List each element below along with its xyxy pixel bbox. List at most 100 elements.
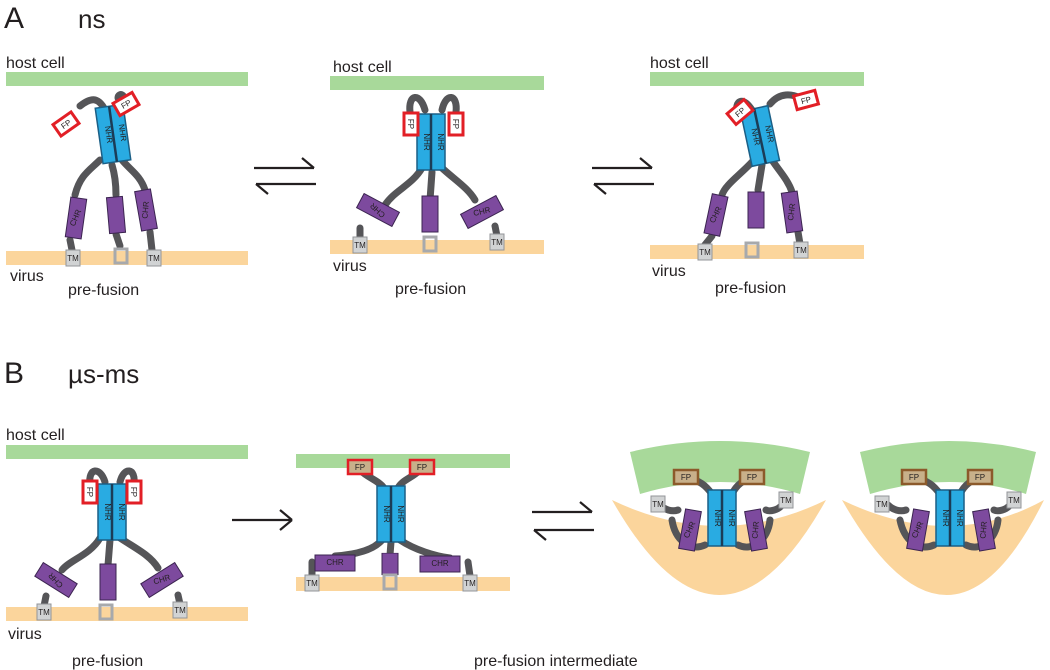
tm-domain: [1006, 491, 1022, 509]
svg-text:FP: FP: [355, 463, 365, 472]
virus-label: virus: [333, 258, 367, 275]
nhr-core: [934, 488, 966, 548]
fp-box: FP: [966, 468, 994, 486]
tm-domain: [146, 249, 162, 267]
tm-domain: [352, 236, 368, 254]
forward-arrow: [232, 509, 293, 531]
host-cell-membrane: [6, 445, 248, 459]
tm-linker: [66, 236, 76, 254]
svg-text:FP: FP: [120, 98, 133, 111]
host-cell-membrane: [296, 454, 510, 468]
linker-loop: [396, 536, 454, 562]
svg-text:FP: FP: [129, 487, 138, 497]
linker-loop: [116, 534, 162, 572]
tm-linker: [464, 558, 474, 580]
panel-a-letter: A: [4, 2, 24, 35]
chr-helix: [381, 552, 399, 576]
svg-text:FP: FP: [85, 487, 94, 497]
fp-loop: [406, 94, 429, 116]
state-caption: pre-fusion: [68, 282, 139, 299]
state-caption: pre-fusion: [395, 281, 466, 298]
svg-text:FP: FP: [681, 473, 691, 482]
linker-loop: [104, 536, 114, 569]
fp-box: FP: [447, 111, 465, 137]
equilibrium-arrow: [532, 501, 594, 541]
tm-domain: [874, 495, 890, 513]
nhr-core: [706, 488, 738, 548]
fp-box: FP: [50, 109, 82, 139]
linker-loop: [386, 538, 395, 559]
tm-domain: [172, 601, 188, 619]
tm-domain: [489, 233, 505, 251]
state-a3: host cell virus FP FP pre-fusion: [650, 55, 864, 297]
linker-loop: [381, 164, 426, 209]
intermediate-caption: pre-fusion intermediate: [474, 653, 638, 670]
tm-domain: [304, 574, 320, 592]
chr-helix: [99, 563, 117, 601]
fp-box: FP: [900, 468, 928, 486]
svg-text:FP: FP: [800, 95, 812, 106]
svg-text:FP: FP: [975, 473, 985, 482]
fp-box: FP: [791, 88, 821, 112]
svg-text:FP: FP: [406, 119, 415, 129]
tm-domain: [65, 249, 81, 267]
linker-loop: [754, 161, 766, 194]
state-a2: host cell virus FP FP pre-fusion: [330, 59, 544, 298]
virus-membrane: [6, 607, 248, 621]
linker-loop: [718, 158, 756, 199]
chr-helix: [64, 196, 88, 240]
fp-box: FP: [672, 468, 700, 486]
chr-helix: [780, 190, 804, 234]
fp-loop: [438, 94, 460, 116]
chr-helix: [134, 188, 158, 232]
host-cell-label: host cell: [650, 55, 709, 72]
tm-domain: [697, 243, 713, 261]
svg-text:FP: FP: [417, 463, 427, 472]
tm-linker: [146, 228, 156, 254]
tm-domain: [778, 491, 794, 509]
svg-text:FP: FP: [909, 473, 919, 482]
linker-loop: [58, 534, 104, 574]
host-cell-label: host cell: [333, 59, 392, 76]
host-cell-membrane: [330, 76, 544, 90]
nhr-core: [96, 482, 128, 542]
fp-box: FP: [125, 479, 143, 505]
panel-a: A ns host cell virus FP FP: [4, 2, 864, 299]
tm-linker: [884, 501, 910, 515]
panel-b: B µs-ms host cell virus FP FP: [4, 357, 1044, 670]
chr-helix: CHR: [419, 555, 461, 573]
panel-b-letter: B: [4, 357, 24, 390]
nhr-core: [375, 484, 407, 544]
virus-label: virus: [652, 263, 686, 280]
chr-helix: [747, 191, 765, 229]
tm-domain: [650, 495, 666, 513]
linker-loop: [438, 164, 479, 204]
linker-loop: [426, 168, 436, 204]
svg-text:FP: FP: [747, 473, 757, 482]
equilibrium-arrow: [592, 157, 654, 195]
state-a1: host cell virus FP FP pre: [6, 55, 248, 299]
linker-loop: [768, 156, 796, 196]
equilibrium-arrow: [254, 157, 316, 195]
linker-loop: [118, 156, 149, 194]
host-cell-label: host cell: [6, 427, 65, 444]
chr-helix: [421, 195, 439, 233]
host-cell-label: host cell: [6, 55, 65, 72]
tm-linker: [112, 230, 124, 250]
fp-box: FP: [346, 458, 374, 476]
virus-label: virus: [8, 626, 42, 643]
fp-box: FP: [402, 111, 420, 137]
host-cell-membrane: [860, 441, 1036, 494]
linker-loop: [108, 161, 120, 199]
chr-helix: [105, 195, 127, 235]
svg-text:CHR: CHR: [326, 558, 344, 567]
fp-box: FP: [110, 90, 142, 118]
virus-membrane: [296, 577, 510, 591]
panel-a-timescale: ns: [78, 4, 105, 34]
fp-box: FP: [408, 458, 436, 476]
state-caption: pre-fusion: [72, 653, 143, 670]
panel-b-timescale: µs-ms: [68, 359, 139, 389]
state-b1: host cell virus FP FP pre-fusion: [6, 427, 248, 670]
tm-domain: [793, 241, 809, 259]
host-cell-membrane: [6, 72, 248, 86]
